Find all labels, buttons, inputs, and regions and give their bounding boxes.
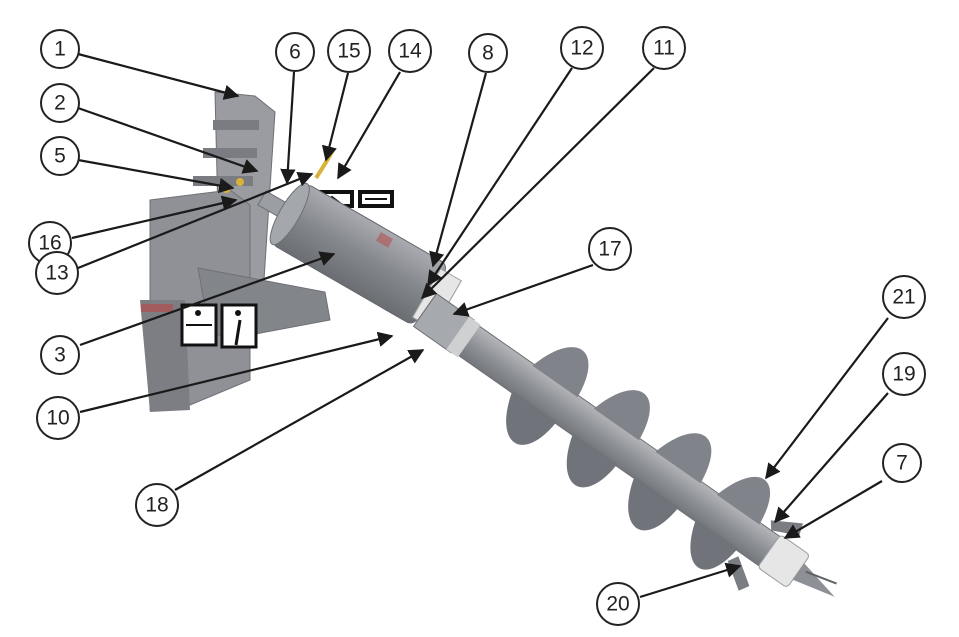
svg-text:6: 6	[289, 41, 301, 64]
leader-line	[429, 72, 488, 268]
callout-12: 12	[560, 26, 604, 70]
callout-5: 5	[40, 136, 80, 176]
svg-text:16: 16	[38, 232, 61, 255]
callout-21: 21	[882, 275, 926, 319]
auger-illustration	[140, 91, 837, 597]
part-callouts: 1 2 5 16 13 3 10 18 6 15 14 8 12 11 17 2…	[28, 26, 926, 626]
leader-line	[174, 349, 425, 491]
svg-text:3: 3	[54, 344, 66, 367]
leader-line	[427, 67, 573, 287]
leader-line	[280, 71, 296, 185]
leader-line	[765, 317, 889, 480]
callout-17: 17	[588, 227, 632, 271]
leader-line	[77, 158, 235, 194]
leader-line	[452, 263, 594, 317]
leader-line	[321, 72, 350, 162]
svg-text:1: 1	[54, 38, 66, 61]
callout-15: 15	[327, 29, 371, 73]
svg-text:13: 13	[45, 262, 68, 285]
callout-6: 6	[275, 32, 315, 72]
leader-line	[337, 71, 401, 180]
leader-line	[79, 331, 394, 414]
leader-line	[639, 562, 742, 599]
svg-text:19: 19	[892, 363, 915, 386]
svg-text:17: 17	[598, 238, 621, 261]
callout-19: 19	[882, 352, 926, 396]
callout-14: 14	[388, 29, 432, 73]
svg-text:14: 14	[398, 40, 422, 63]
svg-text:20: 20	[606, 593, 629, 616]
svg-text:21: 21	[892, 286, 915, 309]
leader-line	[77, 52, 240, 100]
svg-text:15: 15	[337, 40, 360, 63]
svg-text:18: 18	[145, 494, 168, 517]
leader-line	[783, 480, 883, 539]
callout-18: 18	[135, 483, 179, 527]
callout-13: 13	[35, 251, 79, 295]
callout-8: 8	[468, 33, 508, 73]
svg-text:10: 10	[46, 407, 69, 430]
svg-text:5: 5	[54, 145, 66, 168]
callout-7: 7	[882, 443, 922, 483]
leader-lines	[71, 52, 889, 599]
auger-shaft	[412, 292, 837, 597]
svg-text:12: 12	[570, 37, 593, 60]
svg-text:8: 8	[482, 42, 494, 65]
svg-text:2: 2	[54, 92, 66, 115]
callout-1: 1	[40, 29, 80, 69]
callout-2: 2	[40, 83, 80, 123]
leader-line	[71, 195, 238, 240]
callout-3: 3	[40, 335, 80, 375]
leader-line	[77, 172, 314, 270]
callout-20: 20	[596, 582, 640, 626]
callout-11: 11	[642, 26, 686, 70]
svg-text:7: 7	[896, 452, 908, 475]
leader-line	[773, 392, 889, 524]
callout-10: 10	[36, 396, 80, 440]
leader-line	[77, 106, 259, 174]
leader-line	[79, 251, 336, 347]
leader-line	[420, 67, 655, 300]
svg-text:11: 11	[653, 37, 675, 60]
